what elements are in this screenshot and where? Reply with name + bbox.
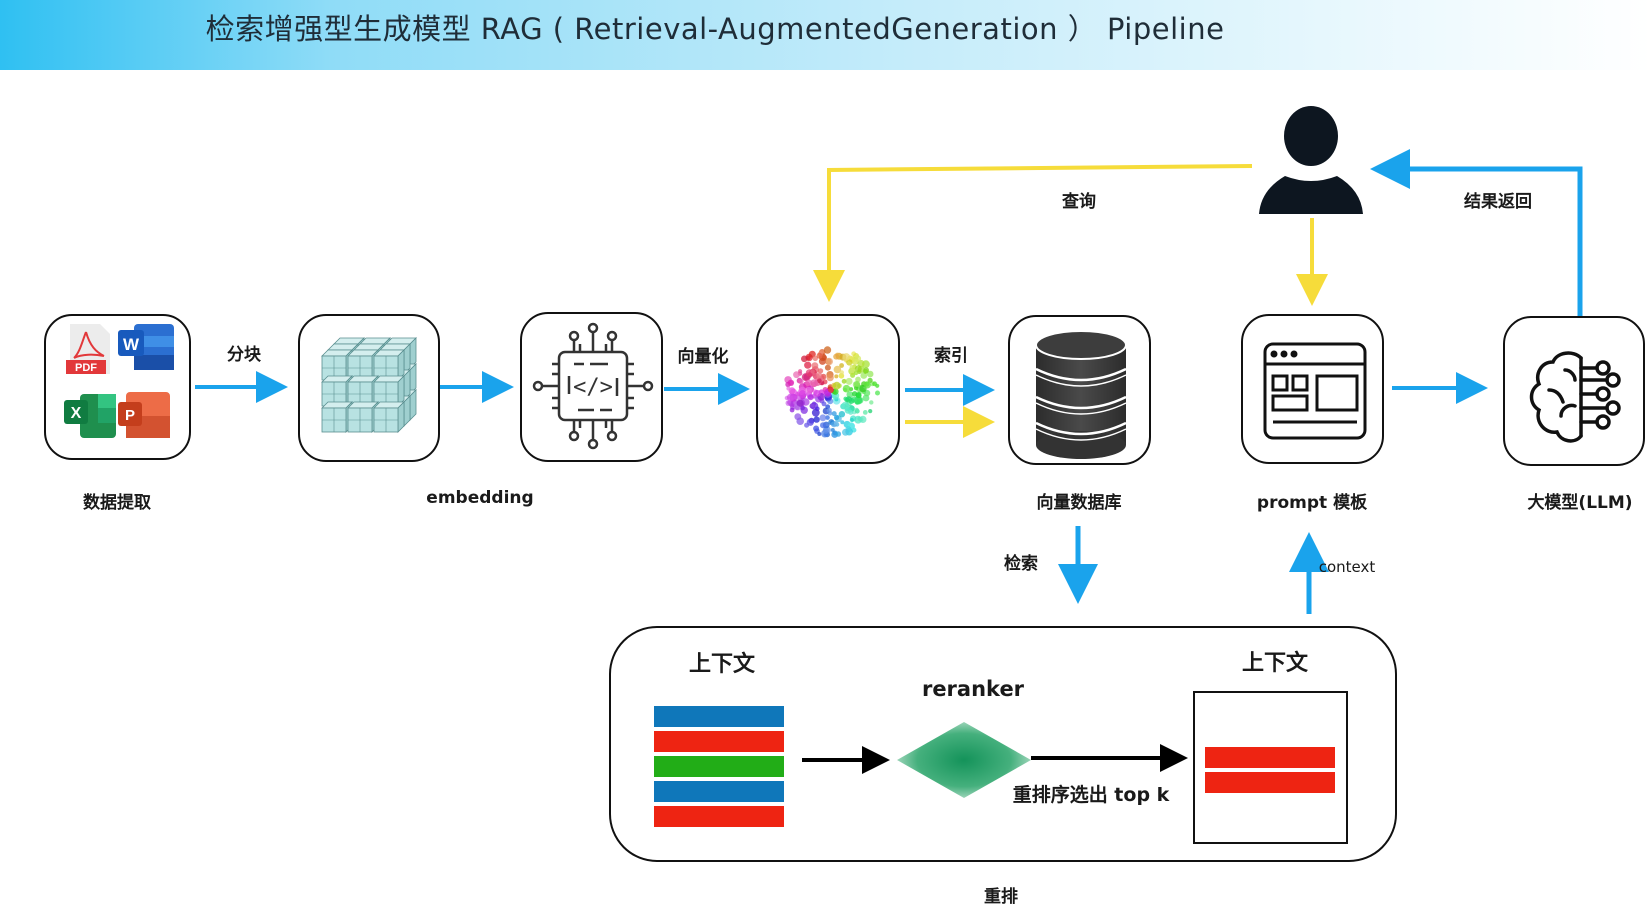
node-vectors (756, 314, 900, 464)
reranker-label: reranker (921, 677, 1025, 701)
context-chunk (654, 706, 784, 727)
vector-scatter-icon (784, 346, 880, 438)
rerank-flow (802, 722, 1188, 798)
node-data-extraction: PDF W X P (44, 314, 191, 460)
chip-code-icon: </> (532, 322, 654, 450)
user-icon (1259, 106, 1363, 214)
page-title: 检索增强型生成模型 RAG ( Retrieval-AugmentedGener… (205, 12, 1225, 46)
node-chunks (298, 314, 440, 462)
rerank-input-title: 上下文 (688, 652, 756, 677)
edge-label-query: 查询 (1062, 192, 1096, 212)
svg-text:</>: </> (573, 375, 613, 400)
context-chunk (654, 756, 784, 777)
context-chunk (654, 781, 784, 802)
svg-text:W: W (123, 335, 140, 354)
edge-label-context: context (1318, 558, 1376, 576)
node-label-data-extraction: 数据提取 (83, 493, 151, 513)
rerank-output-title: 上下文 (1241, 651, 1309, 676)
node-llm (1503, 316, 1645, 466)
node-label-vector-db: 向量数据库 (1036, 493, 1122, 513)
word-icon: W (118, 324, 174, 370)
arrow-return-result (1370, 149, 1583, 317)
rerank-select-label: 重排序选出 top k (1012, 784, 1170, 806)
node-vector-db (1008, 315, 1151, 465)
edge-label-vectorize: 向量化 (677, 347, 729, 367)
rerank-caption: 重排 (984, 887, 1018, 907)
svg-text:PDF: PDF (75, 362, 97, 374)
reranker-diamond (897, 722, 1031, 798)
excel-icon: X (64, 394, 116, 438)
node-prompt-template (1241, 314, 1384, 464)
edge-label-retrieve: 检索 (1004, 554, 1038, 574)
svg-text:P: P (125, 407, 135, 424)
node-label-embedding: embedding (426, 488, 534, 508)
powerpoint-icon: P (118, 392, 170, 438)
edge-label-return-result: 结果返回 (1464, 192, 1532, 212)
header-banner: 检索增强型生成模型 RAG ( Retrieval-AugmentedGener… (0, 0, 1652, 70)
context-chunk (654, 806, 784, 827)
pdf-icon: PDF (66, 324, 110, 374)
browser-template-icon (1263, 342, 1367, 440)
topk-chunk (1205, 747, 1335, 768)
topk-chunk (1205, 772, 1335, 793)
node-label-llm: 大模型(LLM) (1527, 493, 1633, 513)
edge-label-index: 索引 (934, 346, 968, 366)
svg-text:X: X (71, 405, 82, 422)
brain-circuit-icon (1529, 351, 1621, 443)
database-icon (1035, 330, 1127, 459)
edge-label-chunking: 分块 (227, 345, 261, 365)
node-embedding: </> (520, 312, 663, 462)
context-chunk (654, 731, 784, 752)
cube-grid-icon (321, 337, 417, 433)
node-label-prompt-template: prompt 模板 (1256, 493, 1368, 513)
arrow-query (813, 164, 1253, 302)
